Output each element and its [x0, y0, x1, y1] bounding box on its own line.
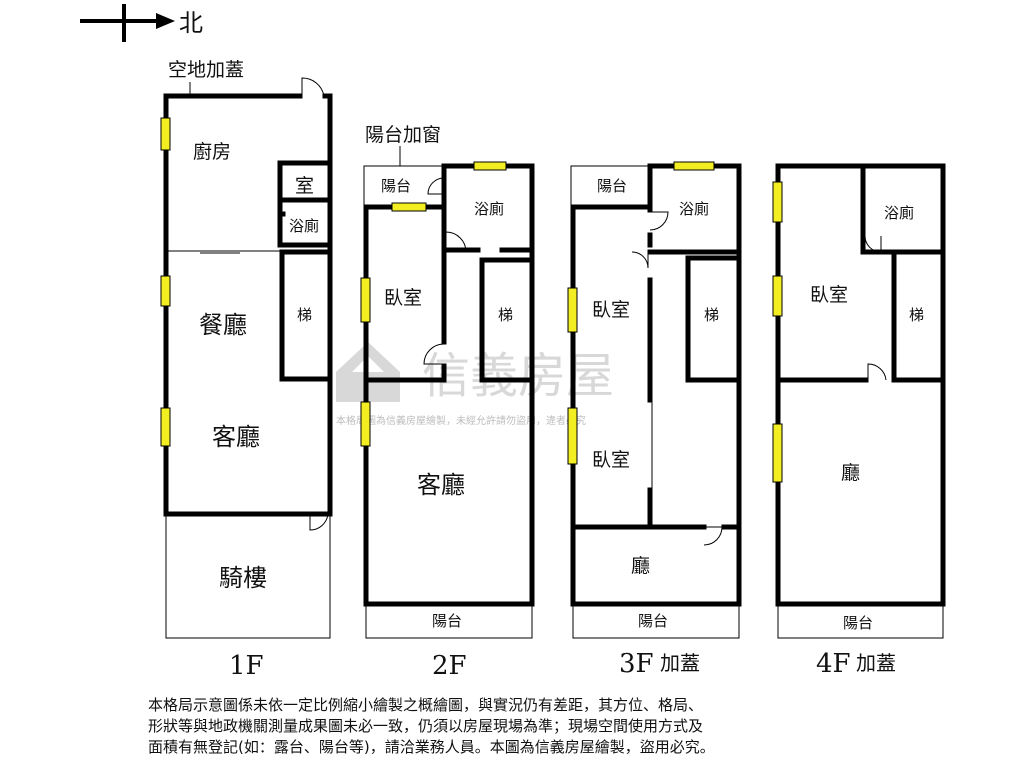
f3-balcony-bottom-label: 陽台 — [638, 612, 668, 630]
f1-bath-label: 浴廁 — [289, 217, 319, 235]
f2-bedroom-label: 臥室 — [384, 287, 422, 309]
f2-living-label: 客廳 — [417, 471, 465, 499]
watermark: 信義房屋 本格局圖為信義房屋繪製，未經允許請勿盜用，違者必究 — [336, 342, 614, 427]
disclaimer-line-1: 本格局示意圖係未依一定比例縮小繪製之概繪圖，與實況仍有差距，其方位、格局、 — [148, 696, 704, 714]
f2-balcony-top-label: 陽台 — [381, 177, 411, 195]
f3-hall-label: 廳 — [631, 555, 650, 577]
f2-stairs-label: 梯 — [498, 306, 513, 324]
watermark-brand: 信義房屋 — [422, 348, 614, 404]
disclaimer-text: 本格局示意圖係未依一定比例縮小繪製之概繪圖，與實況仍有差距，其方位、格局、 形狀… — [148, 695, 888, 758]
f4-balcony-bottom-label: 陽台 — [843, 614, 873, 632]
f1-room-label: 室 — [295, 175, 314, 197]
annotation-empty-lot: 空地加蓋 — [168, 59, 244, 81]
disclaimer-line-2: 形狀等與地政機關測量成果圖未必一致，仍須以房屋現場為準；現場空間使用方式及 — [148, 717, 704, 735]
f3-bedroom-2-label: 臥室 — [592, 449, 630, 471]
f1-kitchen-label: 廚房 — [193, 140, 231, 163]
f1-arcade-label: 騎樓 — [219, 564, 267, 592]
north-label: 北 — [179, 9, 203, 37]
floor-3f: 陽台 浴廁 臥室 梯 臥室 廳 陽台 3F 加蓋 — [567, 161, 742, 679]
f3-bedroom-1-label: 臥室 — [592, 299, 630, 321]
f1-living-label: 客廳 — [212, 423, 260, 451]
floor-2f: 陽台 浴廁 臥室 梯 客廳 陽台 2F — [360, 161, 535, 681]
f1-stairs-label: 梯 — [297, 306, 312, 324]
f3-balcony-top-label: 陽台 — [597, 177, 627, 195]
f3-stairs-label: 梯 — [704, 306, 719, 324]
f2-floor-label: 2F — [432, 651, 467, 681]
f2-balcony-bottom-label: 陽台 — [432, 612, 462, 630]
f1-floor-label: 1F — [229, 651, 264, 681]
f4-bedroom-label: 臥室 — [810, 284, 848, 306]
floor-1f: 廚房 室 浴廁 餐廳 梯 客廳 騎樓 1F — [160, 77, 333, 681]
f4-floor-suffix: 加蓋 — [856, 651, 896, 675]
annotation-balcony-window: 陽台加窗 — [365, 124, 441, 146]
floor-4f: 浴廁 臥室 梯 廳 陽台 4F 加蓋 — [772, 163, 946, 679]
f4-hall-label: 廳 — [841, 462, 860, 484]
f4-stairs-label: 梯 — [909, 306, 924, 324]
north-arrow: 北 — [80, 4, 203, 42]
disclaimer-line-3: 面積有無登記(如：露台、陽台等)，請洽業務人員。本圖為信義房屋繪製，盜用必究。 — [148, 738, 715, 756]
arrow-head-icon — [156, 13, 175, 29]
f1-dining-label: 餐廳 — [199, 311, 247, 339]
f4-floor-label: 4F — [816, 649, 851, 679]
f3-floor-suffix: 加蓋 — [660, 651, 700, 675]
f2-bath-label: 浴廁 — [474, 200, 504, 218]
f3-floor-label: 3F — [619, 649, 654, 679]
watermark-notice: 本格局圖為信義房屋繪製，未經允許請勿盜用，違者必究 — [336, 414, 586, 427]
f4-bath-label: 浴廁 — [884, 204, 914, 222]
f3-bath-label: 浴廁 — [679, 200, 709, 218]
